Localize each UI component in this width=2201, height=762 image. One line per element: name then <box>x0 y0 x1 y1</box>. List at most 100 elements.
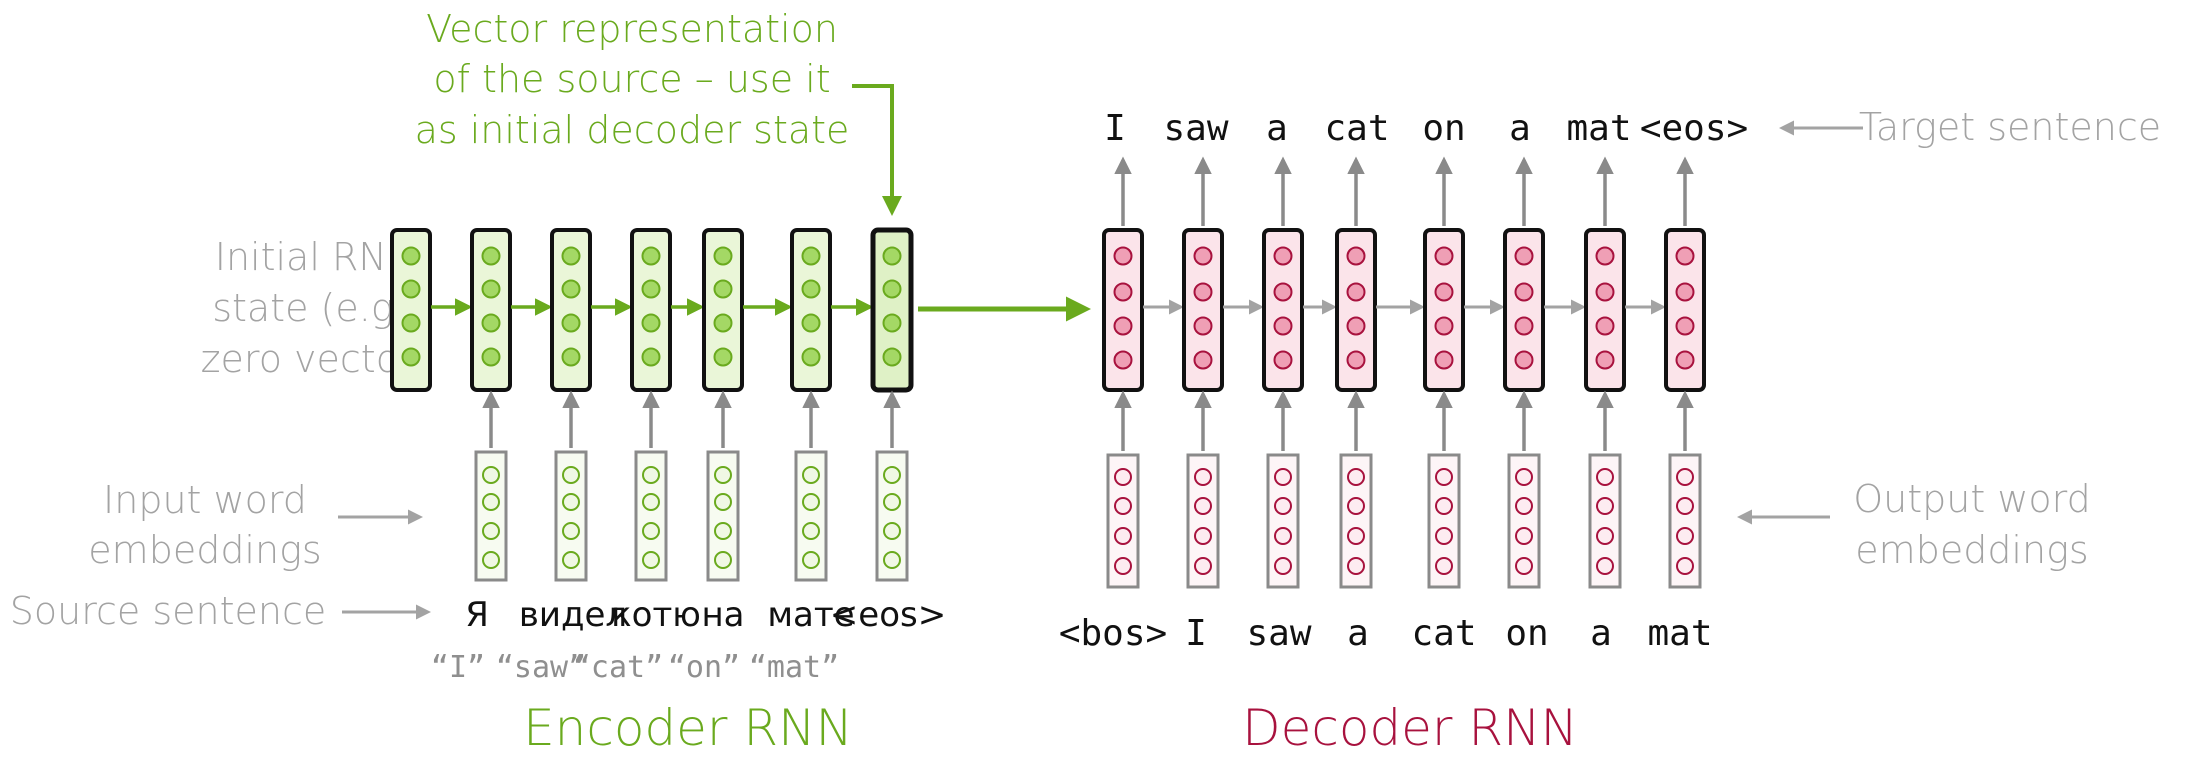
decoder-state-unit <box>1113 282 1133 302</box>
encoder-state-unit <box>561 347 581 367</box>
encoder-state-unit <box>641 246 661 266</box>
encoder-state-unit <box>801 313 821 333</box>
embedding-unit <box>714 522 732 540</box>
embedding-unit <box>1596 497 1614 515</box>
embedding-unit <box>1114 527 1132 545</box>
encoder-state-unit <box>481 313 501 333</box>
source-gloss: “mat” <box>749 650 839 685</box>
output-embeddings-label-1: Output word <box>1853 477 2090 521</box>
decoder-state-unit <box>1346 246 1366 266</box>
embedding-unit <box>642 466 660 484</box>
decoder-state-unit <box>1113 316 1133 336</box>
embedding-unit <box>1114 557 1132 575</box>
source-token: <eos> <box>830 595 946 635</box>
decoder-state-unit <box>1113 246 1133 266</box>
encoder-hidden-state <box>702 228 744 392</box>
target-sentence-label: Target sentence <box>1859 105 2161 149</box>
decoder-state-unit <box>1434 316 1454 336</box>
embedding-unit <box>1435 527 1453 545</box>
source-gloss: “on” <box>668 650 740 685</box>
encoder-state-unit <box>882 246 902 266</box>
encoder-hidden-state <box>550 228 592 392</box>
encoder-state-unit <box>882 279 902 299</box>
target-token: I <box>1104 108 1126 149</box>
decoder-hidden-state <box>1262 228 1304 392</box>
decoder-hidden-state <box>1335 228 1377 392</box>
source-token: на <box>701 595 744 635</box>
embedding-unit <box>714 551 732 569</box>
embedding-unit <box>883 466 901 484</box>
encoder-state-unit <box>713 313 733 333</box>
decoder-input-token: on <box>1505 613 1548 654</box>
encoder-state-unit <box>882 347 902 367</box>
embedding-unit <box>1274 468 1292 486</box>
annotation-line-3: as initial decoder state <box>415 108 850 152</box>
encoder-state-unit <box>401 313 421 333</box>
embedding-unit <box>1347 557 1365 575</box>
target-token: cat <box>1324 108 1389 149</box>
embedding-unit <box>1596 468 1614 486</box>
encoder-state-unit <box>481 279 501 299</box>
embedding-unit <box>1114 497 1132 515</box>
decoder-state-unit <box>1514 350 1534 370</box>
embedding-unit <box>1347 497 1365 515</box>
embedding-unit <box>1435 468 1453 486</box>
decoder-state-unit <box>1595 282 1615 302</box>
encoder-state-unit <box>641 347 661 367</box>
encoder-state-unit <box>641 313 661 333</box>
input-embeddings-label-1: Input word <box>103 478 307 522</box>
embedding-unit <box>1676 527 1694 545</box>
encoder-state-unit <box>561 313 581 333</box>
embedding-unit <box>1676 468 1694 486</box>
embedding-unit <box>1596 527 1614 545</box>
right-labels: Target sentence Output word embeddings <box>1737 105 2161 572</box>
embedding-unit <box>1274 497 1292 515</box>
embedding-unit <box>642 493 660 511</box>
embedding-unit <box>482 522 500 540</box>
decoder-title: Decoder RNN <box>1242 699 1578 757</box>
decoder-state-unit <box>1113 350 1133 370</box>
initial-hidden-state <box>390 228 432 392</box>
embedding-unit <box>1515 497 1533 515</box>
decoder-state-unit <box>1514 246 1534 266</box>
encoder-state-unit <box>401 279 421 299</box>
embedding-unit <box>482 493 500 511</box>
embedding-unit <box>802 493 820 511</box>
decoder-state-unit <box>1193 350 1213 370</box>
decoder-input-token: a <box>1590 613 1612 654</box>
embedding-unit <box>1515 557 1533 575</box>
encoder-state-unit <box>481 246 501 266</box>
decoder-state-unit <box>1193 282 1213 302</box>
target-token: <eos> <box>1640 108 1748 149</box>
embedding-unit <box>1274 557 1292 575</box>
encoder-state-unit <box>481 347 501 367</box>
annotation-line-1: Vector representation <box>426 7 838 51</box>
input-embeddings-label-2: embeddings <box>88 528 321 572</box>
decoder-state-unit <box>1193 316 1213 336</box>
vector-representation-annotation: Vector representation of the source – us… <box>415 7 902 216</box>
decoder-input-token: I <box>1185 613 1207 654</box>
embedding-unit <box>714 493 732 511</box>
embedding-unit <box>562 466 580 484</box>
decoder-hidden-state <box>1664 228 1706 392</box>
encoder-state-unit <box>713 279 733 299</box>
embedding-unit <box>802 551 820 569</box>
embedding-unit <box>883 522 901 540</box>
encoder-state-unit <box>713 347 733 367</box>
decoder-state-unit <box>1434 282 1454 302</box>
source-gloss: “cat” <box>573 650 663 685</box>
encoder-hidden-state <box>790 228 832 392</box>
encoder-state-unit <box>641 279 661 299</box>
decoder-input-token: a <box>1347 613 1369 654</box>
decoder-state-unit <box>1675 316 1695 336</box>
left-labels: Initial RNN state (e.g., zero vector) In… <box>10 235 431 633</box>
initial-state-label-1: Initial RNN <box>215 235 415 279</box>
embedding-unit <box>1347 468 1365 486</box>
decoder-input-token: cat <box>1411 613 1476 654</box>
embedding-unit <box>1676 497 1694 515</box>
decoder-state-unit <box>1346 316 1366 336</box>
encoder-state-unit <box>882 313 902 333</box>
embedding-unit <box>1194 497 1212 515</box>
decoder-input-token: <bos> <box>1059 613 1167 654</box>
